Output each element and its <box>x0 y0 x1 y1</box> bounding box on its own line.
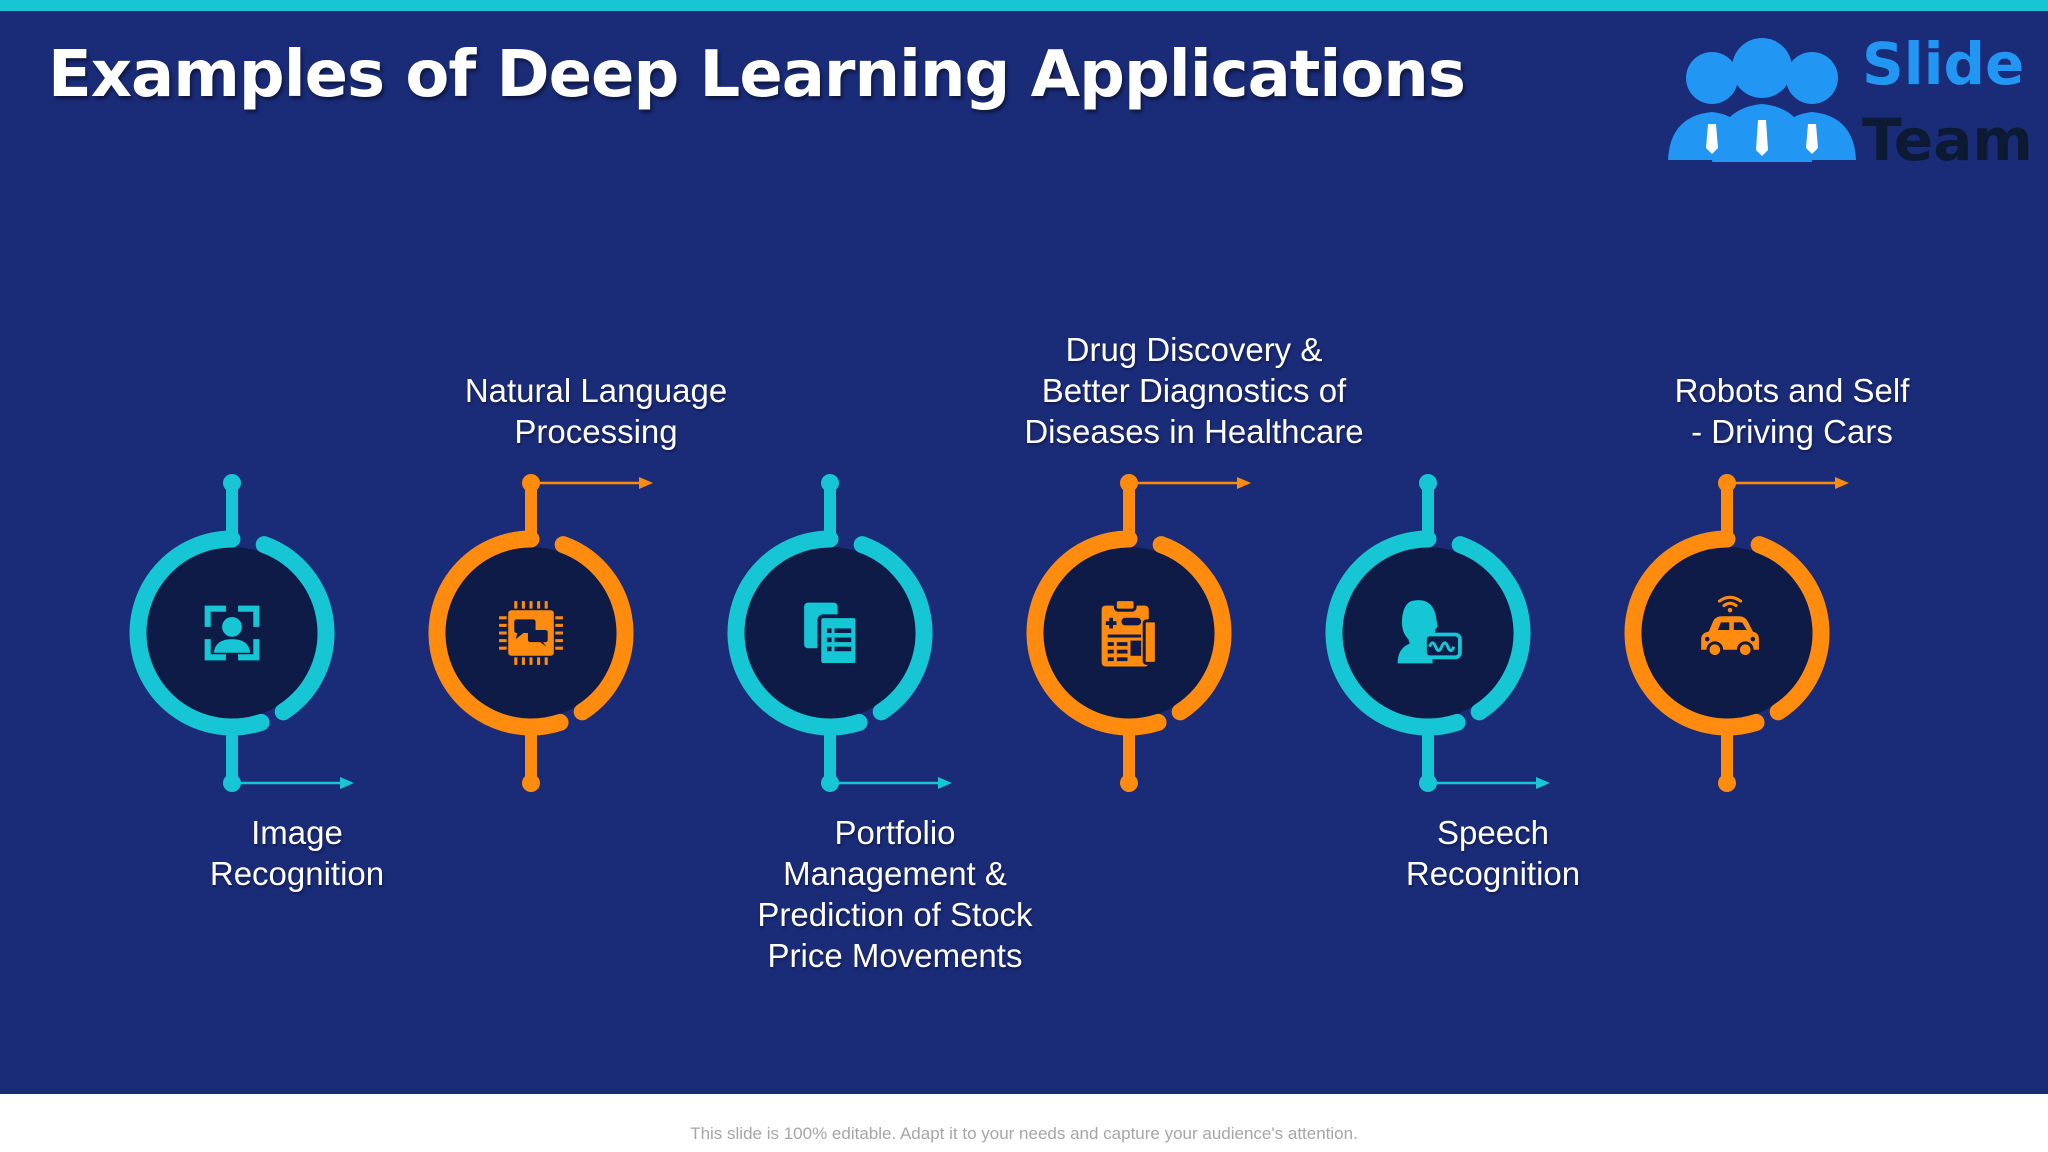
ring-arc-left <box>1325 530 1466 736</box>
step-1 <box>129 474 354 792</box>
ring-arc-right <box>1451 536 1531 721</box>
pointer-arrowhead <box>938 777 952 789</box>
step-label: Drug Discovery & Better Diagnostics of D… <box>1024 331 1364 450</box>
ring-arc-left <box>1026 530 1167 736</box>
connector-dot-bottom <box>1120 774 1138 792</box>
pointer-arrowhead <box>1536 777 1550 789</box>
ring-arc-left <box>1624 530 1765 736</box>
ring-arc-right <box>853 536 933 721</box>
ring-arc-right <box>255 536 335 721</box>
pointer-arrowhead <box>639 477 653 489</box>
step-4 <box>1026 474 1251 792</box>
footer-note: This slide is 100% editable. Adapt it to… <box>690 1124 1358 1143</box>
pointer-arrowhead <box>340 777 354 789</box>
step-5 <box>1325 474 1550 792</box>
logo-word-team: Team <box>1862 106 2033 174</box>
pointer-arrowhead <box>1237 477 1251 489</box>
top-accent-bar <box>0 0 2048 11</box>
step-label: Natural Language Processing <box>464 372 728 450</box>
ring-arc-right <box>1152 536 1232 721</box>
slideteam-logo-icon <box>1668 38 1856 162</box>
step-label: Speech Recognition <box>1405 814 1581 892</box>
applications-diagram <box>129 474 1849 792</box>
ring-arc-right <box>1750 536 1830 721</box>
step-3 <box>727 474 952 792</box>
connector-dot-top <box>1419 474 1437 492</box>
connector-dot-top <box>223 474 241 492</box>
slide-title: Examples of Deep Learning Applications <box>48 38 1466 112</box>
ring-arc-left <box>129 530 270 736</box>
step-label: Portfolio Management & Prediction of Sto… <box>757 814 1033 974</box>
connector-dot-bottom <box>522 774 540 792</box>
medical-clipboard-icon <box>1100 598 1158 668</box>
step-6 <box>1624 474 1849 792</box>
ring-arc-right <box>554 536 634 721</box>
logo-word-slide: Slide <box>1862 30 2025 98</box>
pointer-arrowhead <box>1835 477 1849 489</box>
connector-dot-bottom <box>1718 774 1736 792</box>
ring-arc-left <box>727 530 868 736</box>
slide: Examples of Deep Learning Applications S… <box>0 0 2048 1094</box>
step-label: Robots and Self - Driving Cars <box>1674 372 1910 450</box>
ring-arc-left <box>428 530 569 736</box>
step-label: Image Recognition <box>209 814 385 892</box>
connector-dot-top <box>821 474 839 492</box>
step-2 <box>428 474 653 792</box>
